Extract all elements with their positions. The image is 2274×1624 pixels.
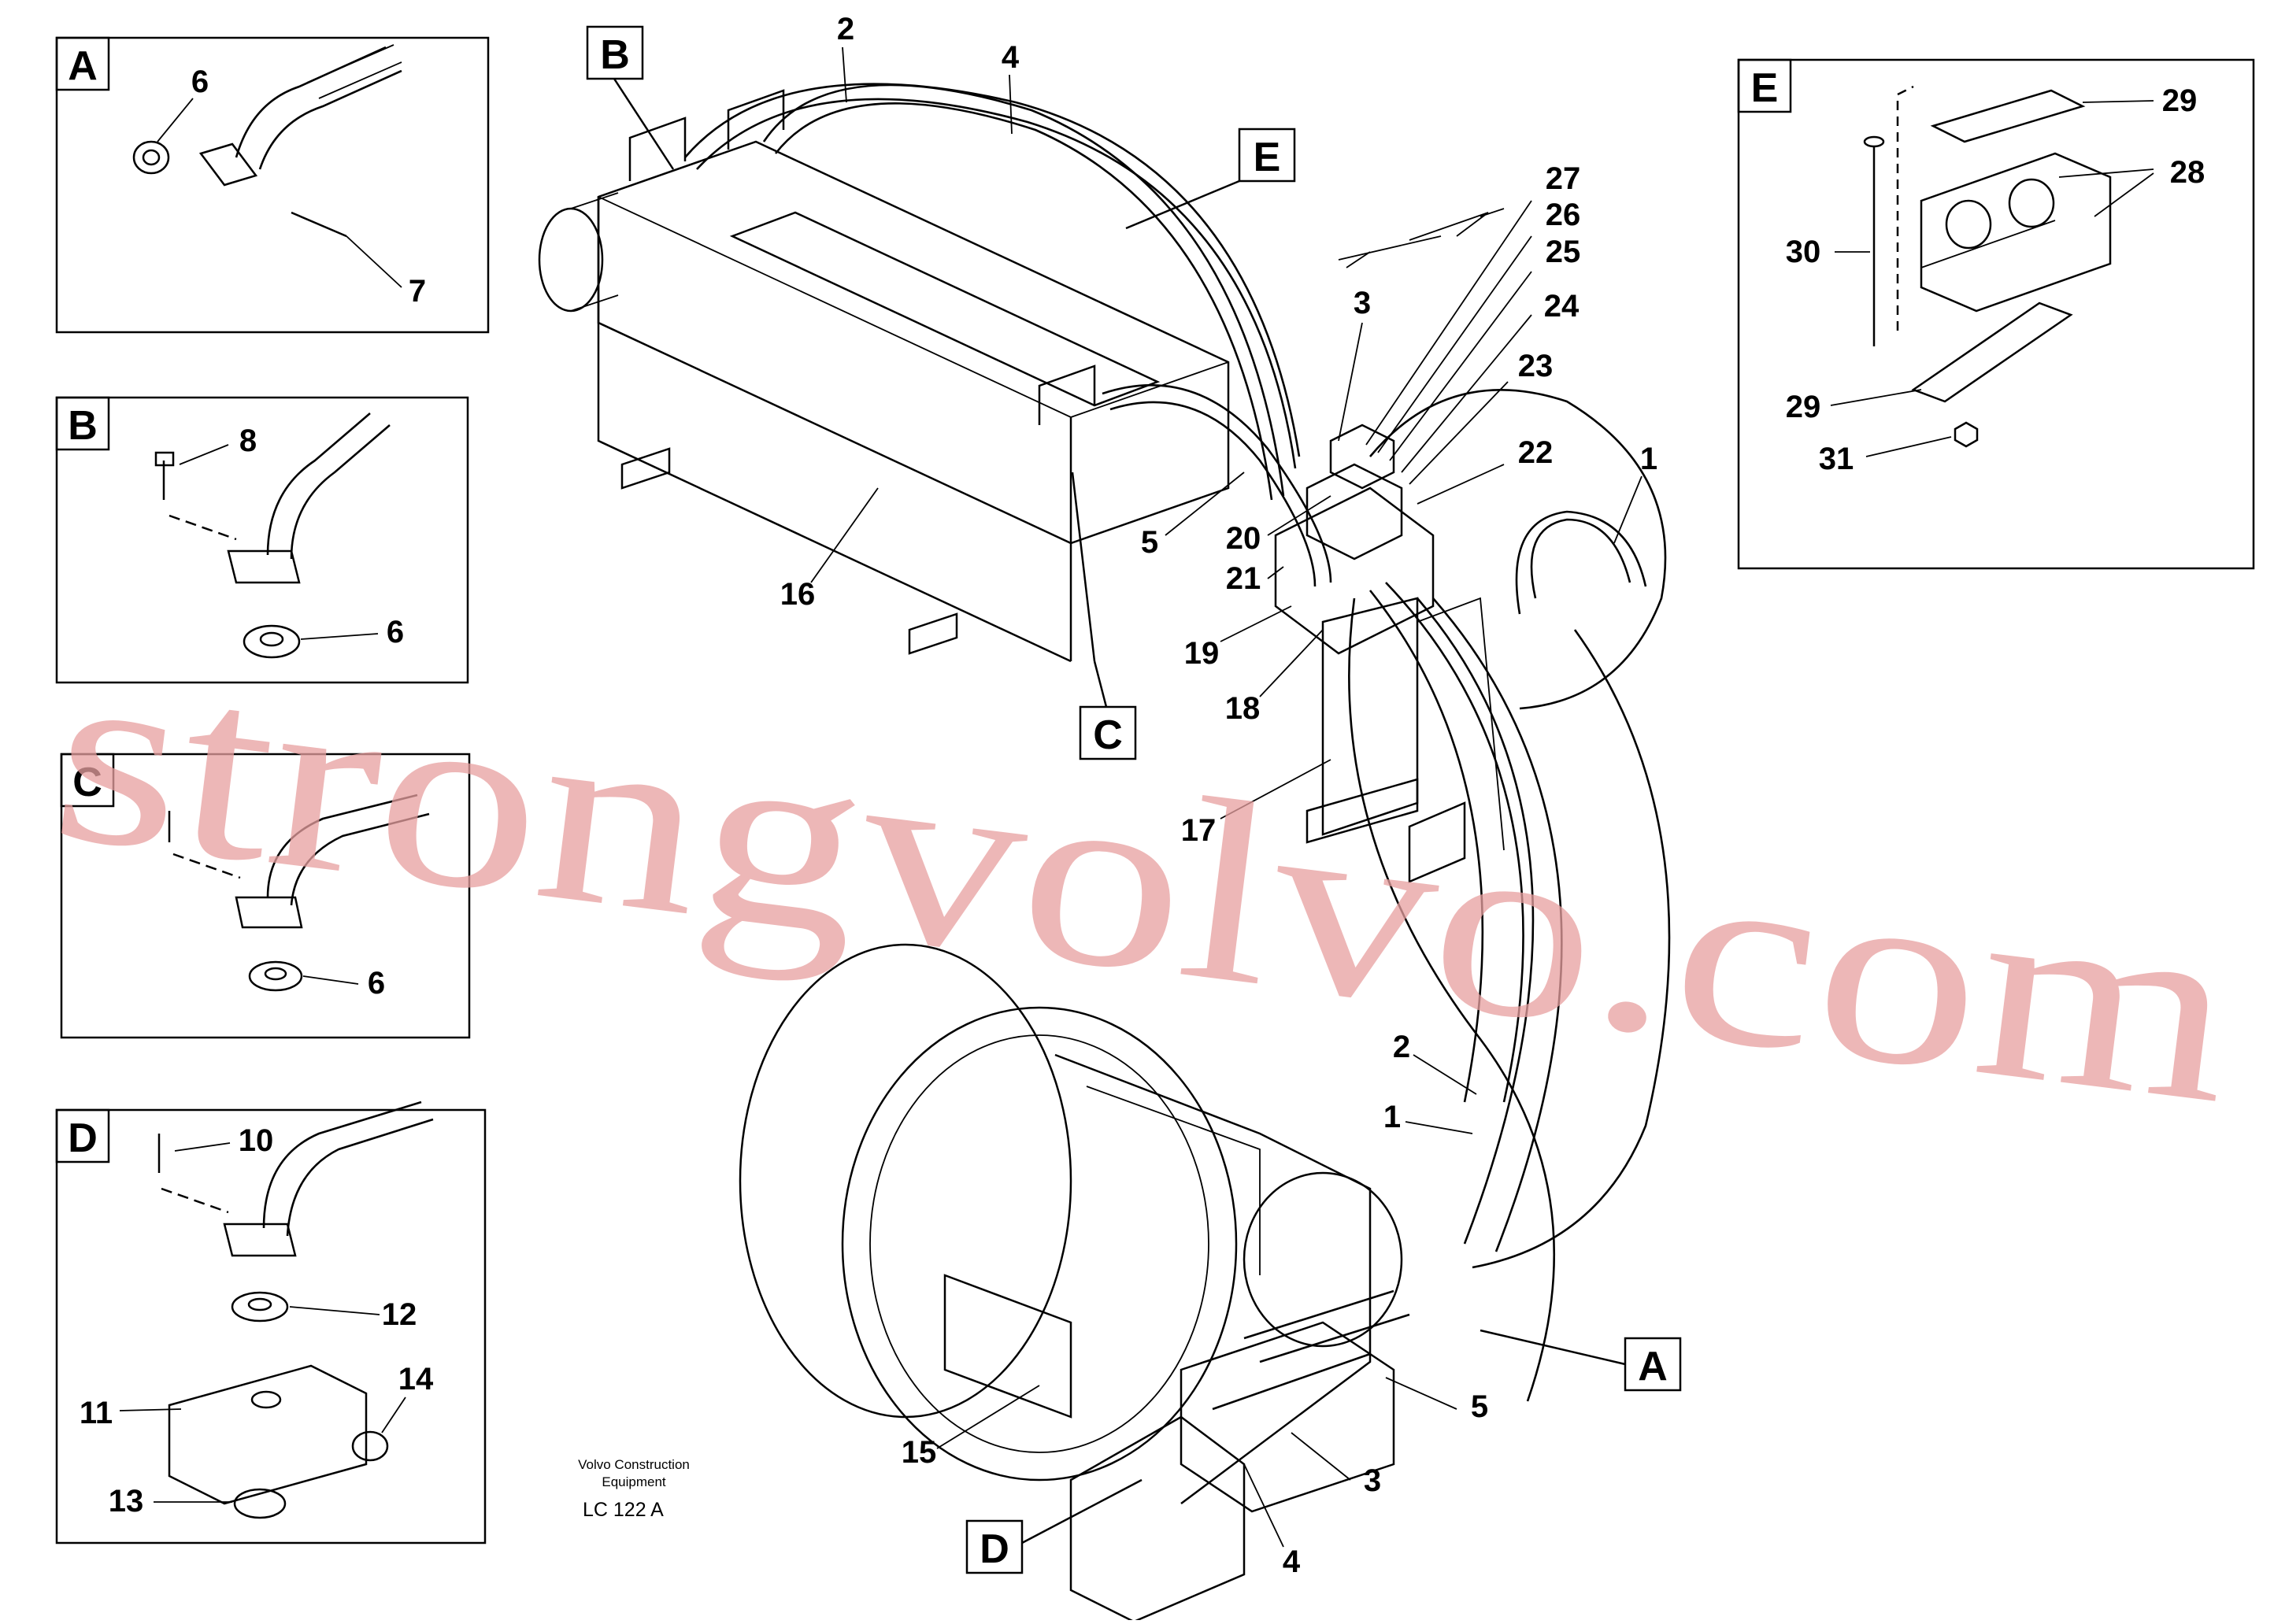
company-line-2: Equipment <box>602 1474 666 1489</box>
callout-26: 26 <box>1546 198 1581 232</box>
callout-17: 17 <box>1181 813 1217 848</box>
panel-d-callout-11: 11 <box>80 1396 113 1430</box>
callout-19: 19 <box>1184 636 1220 671</box>
detail-panel-e: E 29 28 30 29 31 <box>1737 58 2255 570</box>
panel-d-callout-13: 13 <box>109 1484 144 1519</box>
panel-e-callout-31: 31 <box>1819 442 1854 476</box>
marker-b: B <box>600 32 630 78</box>
panel-e-letter: E <box>1751 65 1779 111</box>
callout-2-low: 2 <box>1393 1030 1410 1064</box>
callout-22: 22 <box>1518 435 1554 470</box>
panel-d-callout-12: 12 <box>382 1297 417 1332</box>
callout-18: 18 <box>1225 691 1261 726</box>
panel-b-letter: B <box>68 403 98 449</box>
callout-21: 21 <box>1226 561 1261 596</box>
panel-a-callout-7: 7 <box>409 274 426 309</box>
callout-16: 16 <box>780 577 816 612</box>
marker-e: E <box>1254 135 1281 180</box>
callout-1-low: 1 <box>1383 1100 1401 1134</box>
marker-d: D <box>980 1526 1009 1572</box>
detail-panel-b: B 8 6 <box>55 396 469 684</box>
panel-a-callout-6: 6 <box>191 65 209 99</box>
panel-a-letter: A <box>68 43 98 89</box>
panel-d-callout-14: 14 <box>398 1362 434 1396</box>
callout-20: 20 <box>1226 521 1261 556</box>
marker-c: C <box>1093 712 1123 758</box>
panel-e-callout-30: 30 <box>1786 235 1821 269</box>
drawing-code: LC 122 A <box>583 1499 664 1521</box>
panel-b-callout-6: 6 <box>387 615 404 649</box>
callout-5-low: 5 <box>1471 1389 1488 1424</box>
callout-23: 23 <box>1518 349 1554 383</box>
panel-b-callout-8: 8 <box>239 424 257 458</box>
company-line-1: Volvo Construction <box>578 1457 690 1472</box>
section-markers: B E C A D <box>586 25 1682 1574</box>
drawing-footer: Volvo Construction Equipment LC 122 A <box>578 1457 690 1521</box>
callout-3-top: 3 <box>1354 286 1371 320</box>
callout-27: 27 <box>1546 161 1581 196</box>
panel-c-callout-6: 6 <box>368 966 385 1001</box>
main-callouts: 2 4 27 26 25 3 24 23 22 1 5 20 21 16 19 … <box>780 12 1657 1579</box>
callout-3-low: 3 <box>1364 1463 1381 1498</box>
callout-25: 25 <box>1546 235 1581 269</box>
callout-24: 24 <box>1544 289 1580 324</box>
callout-4-low: 4 <box>1283 1544 1301 1579</box>
watermark-text: strongvolvo.com <box>41 606 2249 1158</box>
panel-e-callout-29-top: 29 <box>2162 83 2198 118</box>
panel-e-callout-28: 28 <box>2170 155 2205 190</box>
panel-d-letter: D <box>68 1115 98 1161</box>
callout-5-mid: 5 <box>1141 525 1158 560</box>
callout-2-top: 2 <box>837 12 854 46</box>
panel-d-callout-10: 10 <box>239 1123 274 1158</box>
callout-4-top: 4 <box>1002 40 1020 75</box>
marker-a: A <box>1638 1344 1668 1389</box>
panel-e-callout-29-bottom: 29 <box>1786 390 1821 424</box>
callout-15: 15 <box>902 1435 937 1470</box>
panel-c-letter: C <box>72 760 102 805</box>
callout-1-right: 1 <box>1640 442 1657 476</box>
main-assembly <box>538 83 1671 1623</box>
detail-panel-c: C 6 <box>60 753 471 1039</box>
detail-panel-d: D 10 12 11 14 13 <box>55 1101 487 1544</box>
detail-panel-a: A 6 7 <box>55 36 490 334</box>
